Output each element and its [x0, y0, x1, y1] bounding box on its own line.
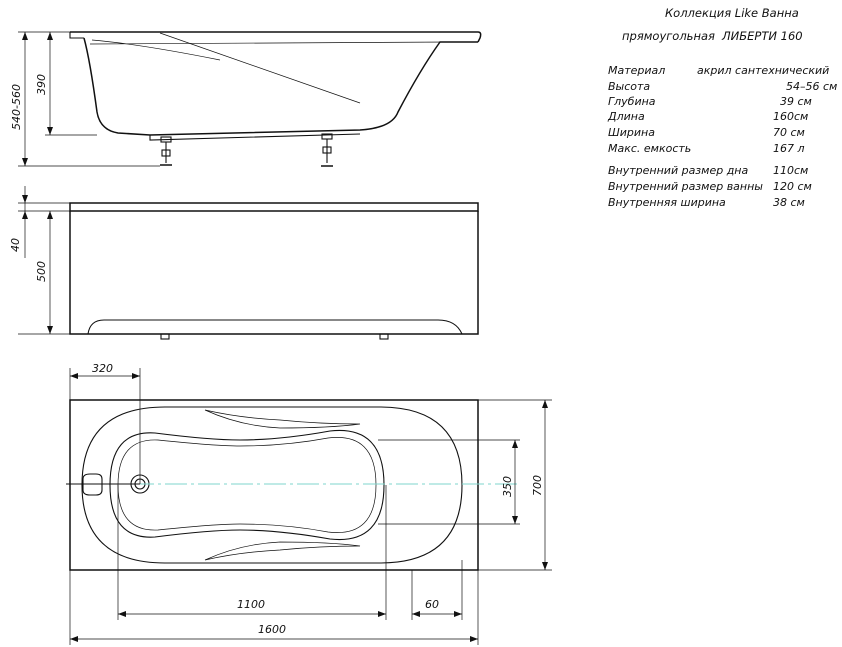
front-view: 40 500 — [9, 186, 479, 340]
spec-label: Высота — [608, 80, 650, 93]
plan-view: 320 350 700 1100 60 1600 — [66, 362, 552, 645]
inner-value: 120 см — [773, 180, 812, 193]
spec-value: 160см — [773, 110, 808, 123]
inner-label: Внутренний размер дна — [608, 164, 748, 177]
spec-value: 70 см — [773, 126, 805, 139]
spec-value: 167 л — [773, 142, 805, 155]
bottom-length-dim: 1100 — [237, 598, 265, 611]
length-dim: 1600 — [258, 623, 286, 636]
model-name: ЛИБЕРТИ 160 — [721, 29, 803, 43]
bath-type: прямоугольная — [622, 29, 715, 43]
inner-label: Внутренний размер ванны — [608, 180, 763, 193]
width-dim: 700 — [531, 475, 544, 496]
depth-dim: 390 — [35, 74, 48, 95]
side-view: 540-560 390 — [10, 31, 482, 167]
inner-width-dim: 350 — [501, 476, 514, 497]
spec-value: 54–56 см — [786, 80, 837, 93]
spec-label: Ширина — [608, 126, 655, 139]
end-offset-dim: 60 — [425, 598, 439, 611]
panel-dim: 500 — [35, 261, 48, 282]
spec-value: акрил сантехнический — [697, 64, 829, 77]
spec-label: Длина — [607, 110, 645, 123]
leg-right — [321, 133, 333, 167]
inner-size-list: Внутренний размер дна 110см Внутренний р… — [608, 164, 812, 209]
inner-value: 110см — [773, 164, 808, 177]
drain-offset-dim: 320 — [92, 362, 113, 375]
total-height-dim: 540-560 — [10, 84, 23, 130]
spec-label: Макс. емкость — [608, 142, 691, 155]
rim-dim: 40 — [9, 238, 22, 252]
leg-left — [160, 136, 172, 166]
collection-title: Коллекция Like Ванна — [665, 6, 799, 20]
inner-label: Внутренняя ширина — [608, 196, 726, 209]
spec-list: Материал акрил сантехнический Высота 54–… — [607, 64, 837, 155]
spec-value: 39 см — [780, 95, 812, 108]
spec-label: Глубина — [608, 95, 656, 108]
spec-label: Материал — [608, 64, 665, 77]
inner-value: 38 см — [773, 196, 805, 209]
